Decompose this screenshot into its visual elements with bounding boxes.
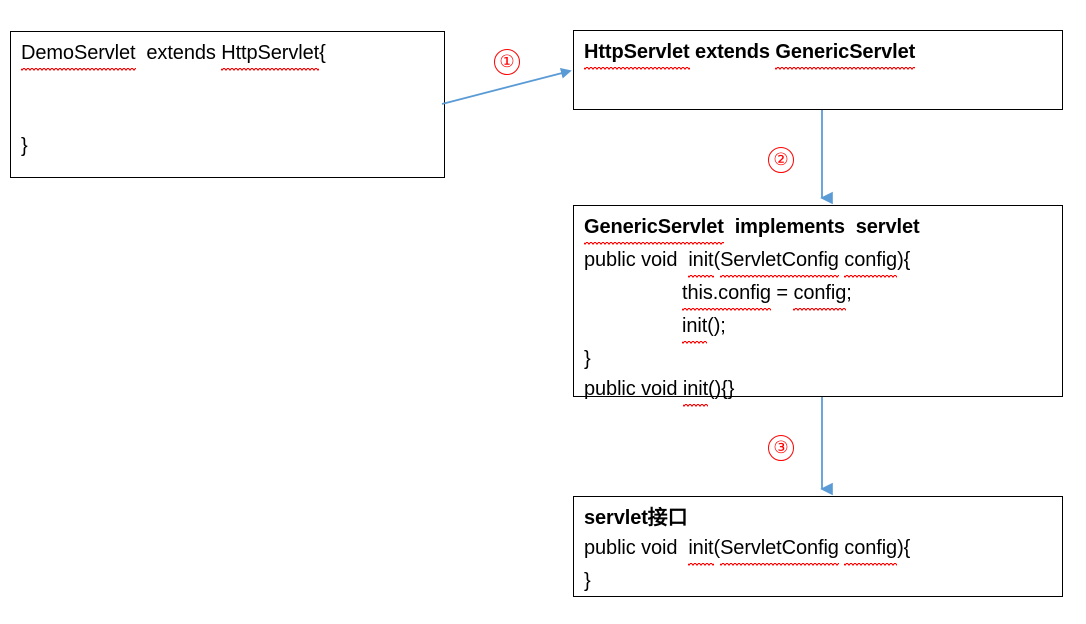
step-marker-1: ① (494, 49, 520, 75)
code-line: this.config = config; (574, 278, 1062, 311)
code-line: init(); (574, 311, 1062, 344)
code-line: } (21, 135, 28, 157)
code-line (574, 70, 1062, 100)
box-http-servlet[interactable]: HttpServlet extends GenericServlet (573, 30, 1063, 110)
code-line: public void init(ServletConfig config){ (574, 245, 1062, 278)
code-line (11, 101, 444, 131)
connector-http-to-generic (820, 110, 833, 205)
code-line: } (584, 570, 591, 592)
code-line: public void init(){} (574, 374, 1062, 407)
code-line: HttpServlet extends GenericServlet (574, 37, 1062, 70)
box-generic-servlet[interactable]: GenericServlet implements servlet public… (573, 205, 1063, 404)
code-line: GenericServlet implements servlet (574, 212, 1062, 245)
code-line: DemoServlet extends HttpServlet{ (11, 38, 444, 71)
box-demo-servlet[interactable]: DemoServlet extends HttpServlet{ } (10, 31, 445, 178)
step-marker-3: ③ (768, 435, 794, 461)
connector-generic-to-interface (820, 397, 833, 496)
code-line (11, 71, 444, 101)
code-line: servlet接口 (584, 507, 688, 529)
code-line: } (584, 348, 591, 370)
box-servlet-interface[interactable]: servlet接口 public void init(ServletConfig… (573, 496, 1063, 597)
code-line: public void init(ServletConfig config){ (574, 533, 1062, 566)
step-marker-2: ② (768, 147, 794, 173)
